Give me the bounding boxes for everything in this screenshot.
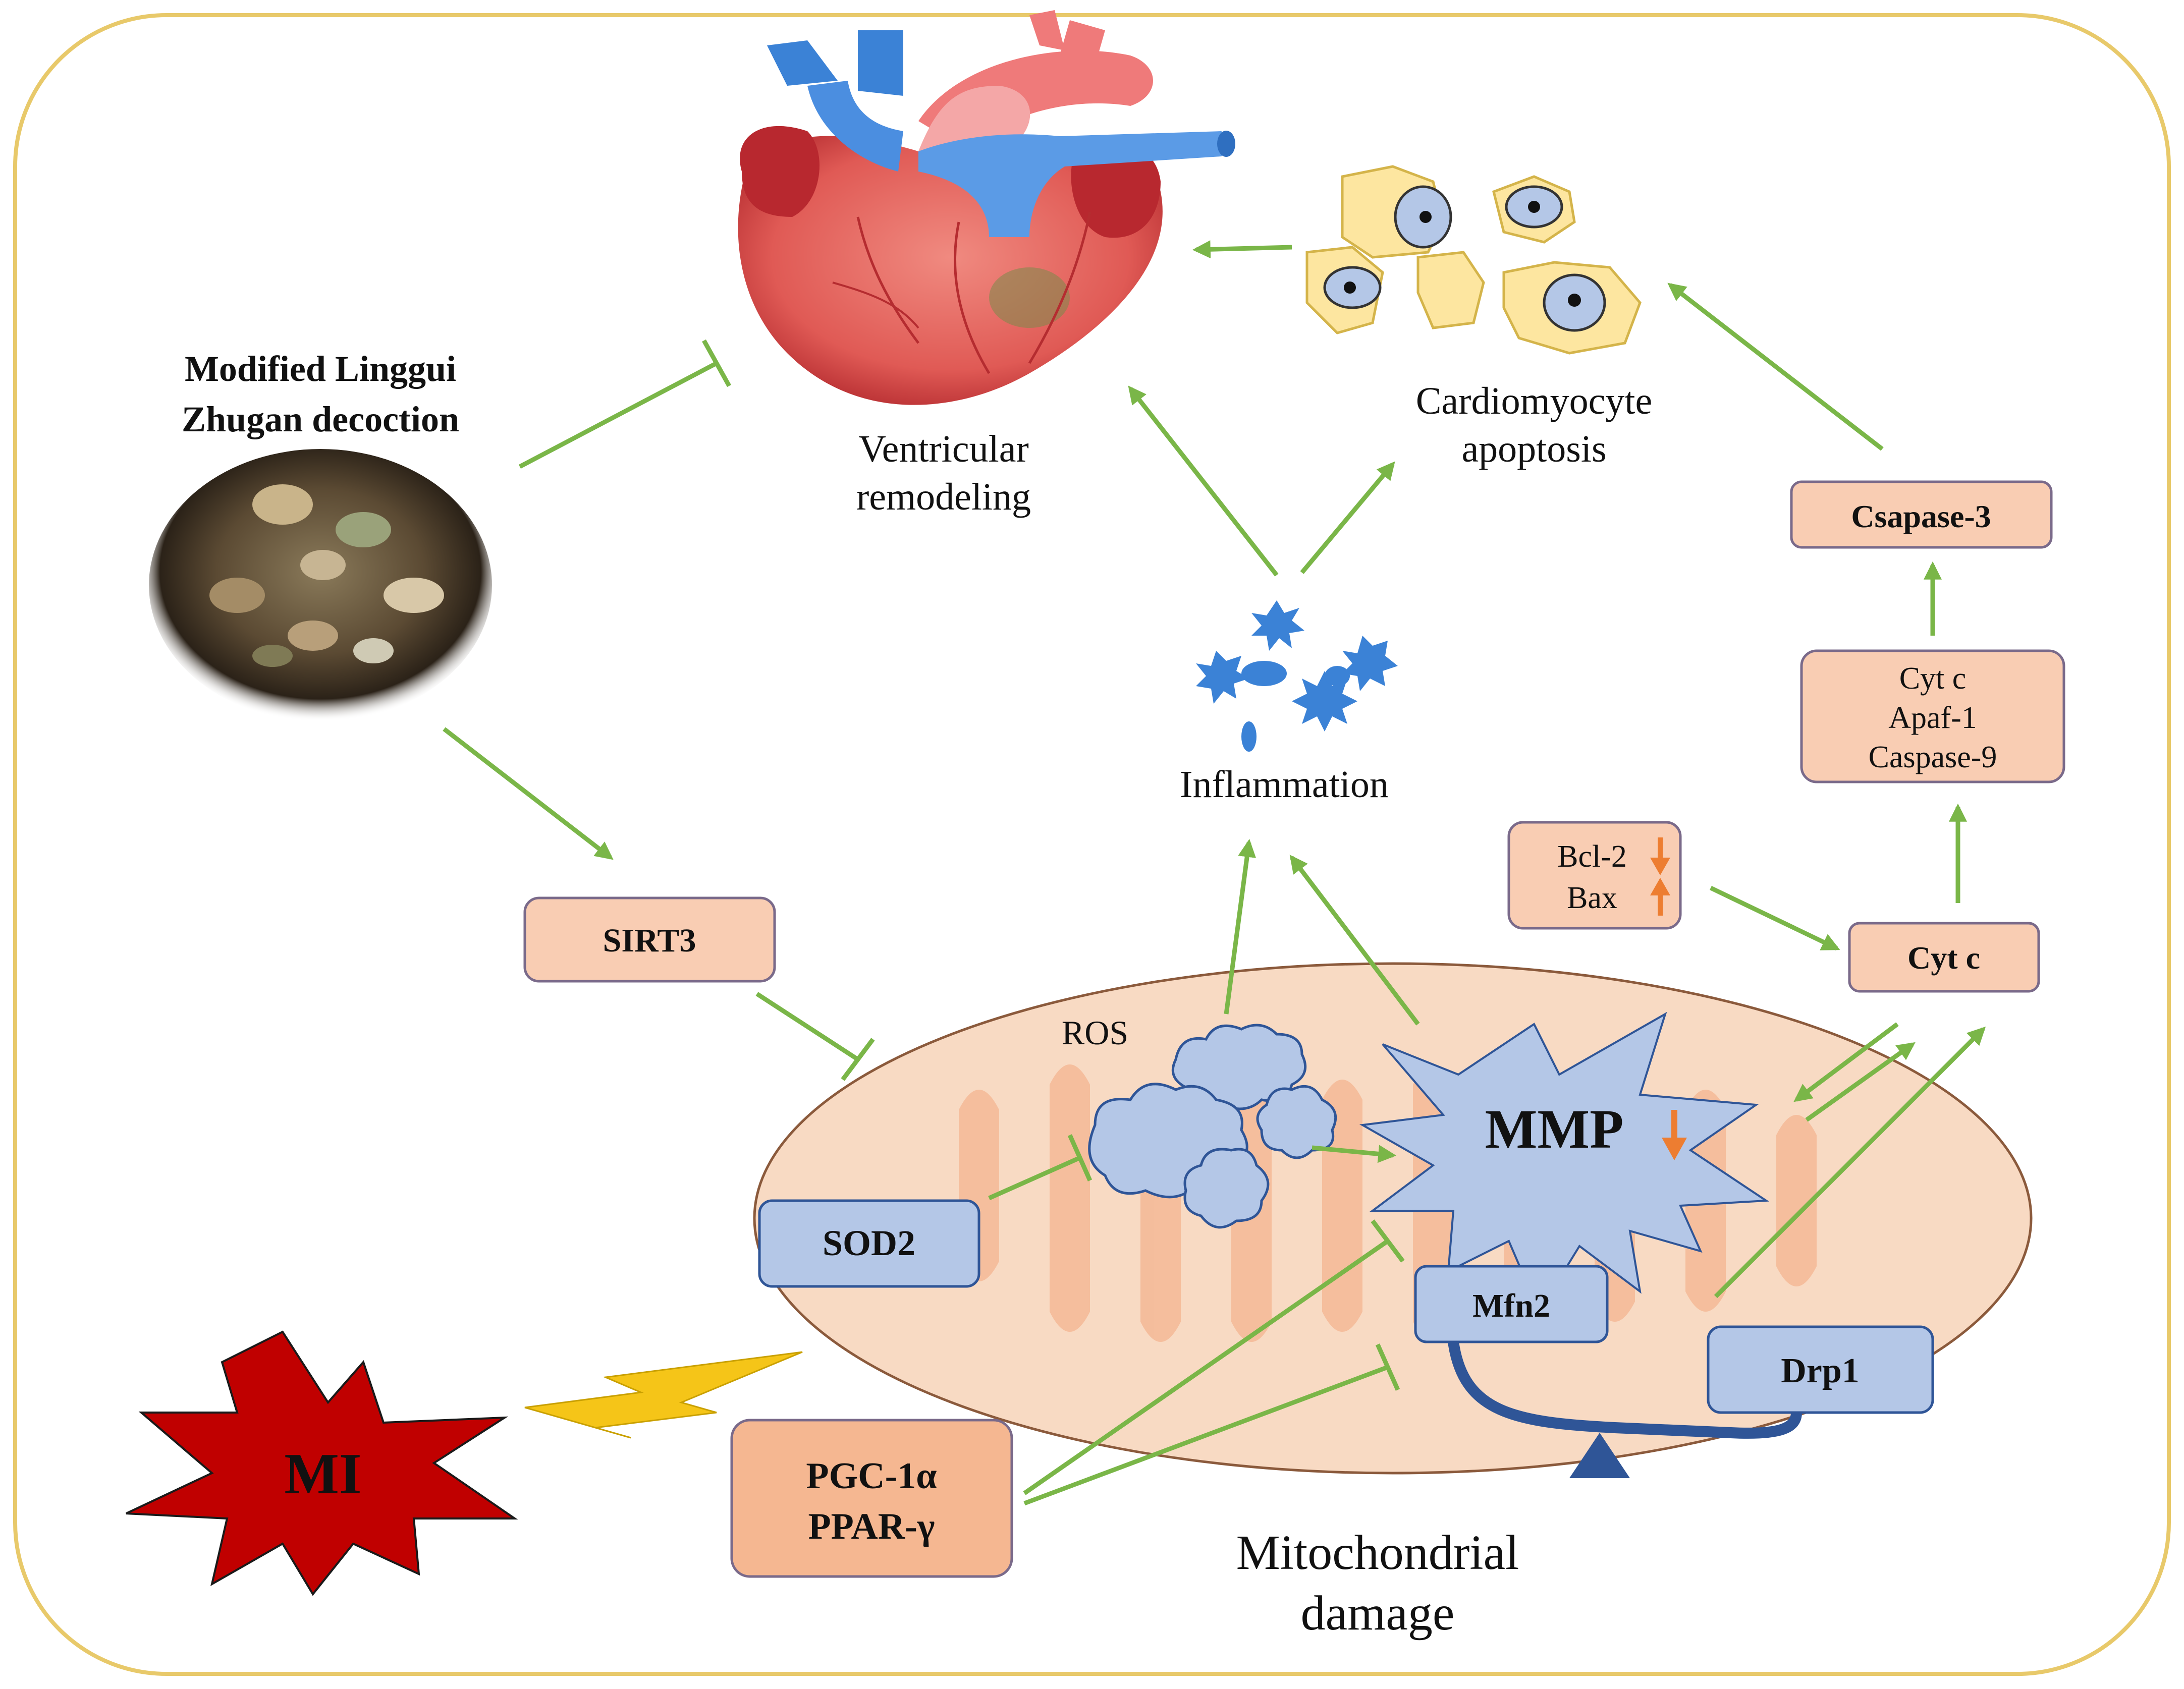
apaf1-label: Apaf-1 [1888, 701, 1977, 735]
arrow-ros-inflammation [1224, 838, 1257, 1015]
sirt3-label: SIRT3 [603, 922, 696, 959]
arrow-drp1-cytc [1714, 1026, 1986, 1299]
drp1-box: Drp1 [1707, 1325, 1934, 1414]
arrow-inflammation-heart [1128, 385, 1279, 577]
cytc-top-label: Cyt c [1899, 661, 1967, 696]
csapase3-box: Csapase-3 [1790, 480, 2053, 549]
inhibit-pgc1a-mfn2 [1023, 1365, 1389, 1506]
pathway-arrows [443, 240, 1986, 1506]
arrow-caspase3-apoptosis [1667, 283, 1884, 451]
bcl2-label: Bcl-2 [1557, 839, 1627, 874]
mi-label: MI [284, 1442, 361, 1506]
sod2-box: SOD2 [758, 1199, 980, 1288]
ventricular-remodeling-label-1: Ventricular [858, 428, 1029, 470]
arrow-mmp-cytc [1805, 1042, 1916, 1122]
mitochondrial-damage-label-1: Mitochondrial [1236, 1526, 1519, 1580]
inhibit-sod2-ros [988, 1155, 1081, 1201]
mmp-star [1359, 1011, 1770, 1314]
bax-label: Bax [1567, 881, 1617, 915]
csapase3-label: Csapase-3 [1851, 498, 1991, 534]
cardiomyocyte-apoptosis-label-1: Cardiomyocyte [1416, 380, 1653, 422]
inhibit-pgc1a-mmp [1023, 1239, 1389, 1495]
mfn2-box: Mfn2 [1414, 1265, 1609, 1343]
drp1-label: Drp1 [1781, 1352, 1860, 1390]
arrow-mmp-inflammation [1289, 855, 1420, 1026]
apoptotic-cells-illustration [1305, 165, 1642, 355]
ros-label: ROS [1062, 1014, 1128, 1052]
arrow-ros-mmp [1312, 1145, 1397, 1163]
cytc-box: Cyt c [1848, 922, 2040, 993]
pgc1a-label: PGC-1α [806, 1455, 937, 1497]
mi-starburst [126, 1330, 518, 1596]
lightning-icon [524, 1351, 803, 1439]
mfn2-label: Mfn2 [1472, 1287, 1550, 1324]
drug-title-line2: Zhugan decoction [182, 399, 459, 439]
pparg-label: PPAR-γ [808, 1506, 935, 1547]
arrow-decoction-sirt3 [443, 727, 614, 860]
cardiomyocyte-apoptosis-label-2: apoptosis [1461, 428, 1606, 470]
heart-illustration [738, 10, 1235, 405]
drug-title-line1: Modified Linggui [185, 349, 456, 389]
ventricular-remodeling-label-2: remodeling [856, 476, 1031, 518]
inflammation-cytokines-icon [1196, 600, 1398, 752]
inhibit-decoction-remodeling [518, 361, 718, 469]
inhibit-sirt3-mito [755, 992, 859, 1061]
cytc-mid-label: Cyt c [1907, 940, 1980, 976]
pgc1a-ppar-box: PGC-1α PPAR-γ [730, 1419, 1013, 1578]
arrow-inflammation-apoptosis [1300, 461, 1395, 574]
bax-up-arrow-icon [1650, 878, 1670, 916]
fusion-fission-balance-icon [1448, 1341, 1802, 1478]
mmp-label: MMP [1485, 1098, 1624, 1160]
arrow-bcl2-cytc [1710, 885, 1840, 951]
inflammation-label: Inflammation [1180, 763, 1389, 806]
herbal-decoction-image [149, 449, 492, 721]
mmp-down-arrow-icon [1662, 1110, 1687, 1160]
sirt3-box: SIRT3 [523, 896, 776, 983]
arrow-apoptosis-heart [1192, 240, 1292, 259]
sod2-label: SOD2 [823, 1223, 915, 1263]
bcl2-down-arrow-icon [1650, 837, 1670, 875]
mitochondrial-damage-label-2: damage [1301, 1586, 1455, 1641]
arrow-cytc-mmp [1793, 1022, 1899, 1102]
ros-clouds-icon [1088, 1024, 1337, 1229]
cytc-apaf1-caspase9-box: Cyt c Apaf-1 Caspase-9 [1800, 649, 2065, 783]
bcl2-bax-box: Bcl-2 Bax [1507, 821, 1682, 930]
caspase9-label: Caspase-9 [1869, 740, 1997, 774]
